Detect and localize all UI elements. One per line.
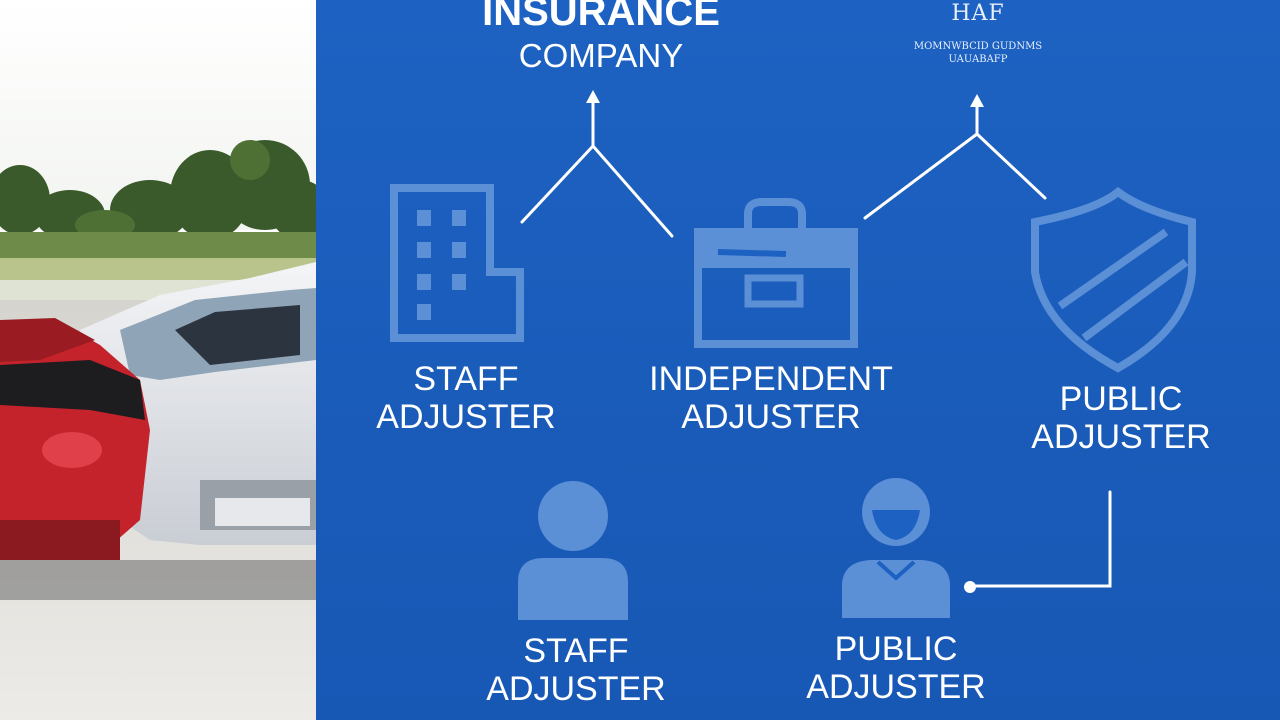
node-label-line1: STAFF <box>413 360 519 398</box>
node-independent-adjuster: INDEPENDENT ADJUSTER <box>616 360 926 436</box>
org-diagram-panel: INSURANCE COMPANY HAF MOMNWBCID GUDNMS U… <box>316 0 1280 720</box>
node-public-adjuster-right: PUBLIC ADJUSTER <box>996 380 1246 456</box>
node-label-line2: ADJUSTER <box>376 398 556 437</box>
node-label-line1: STAFF <box>523 632 629 670</box>
arrow-up-left <box>586 90 600 103</box>
car-accident-illustration <box>0 0 316 720</box>
briefcase-icon <box>694 198 858 348</box>
arrow-up-right <box>970 94 984 107</box>
car-accident-photo <box>0 0 316 720</box>
node-label-line1: INDEPENDENT <box>649 360 893 398</box>
connector-right-branch-b <box>975 132 1047 200</box>
page-title: INSURANCE <box>436 0 766 35</box>
node-label-line2: ADJUSTER <box>1031 418 1211 457</box>
page-subtitle: COMPANY <box>456 37 746 75</box>
logo-mark: HAF <box>951 1 1005 26</box>
logo-text-line1: MOMNWBCID GUDNMS <box>913 41 1043 52</box>
shield-icon <box>1031 186 1196 373</box>
connector-lines <box>520 90 1112 593</box>
node-label-line1: PUBLIC <box>1059 380 1183 418</box>
node-label-line2: ADJUSTER <box>806 668 986 707</box>
icon-layer <box>390 184 1196 620</box>
connector-public-link <box>971 490 1112 588</box>
person-with-tie-icon <box>842 478 950 618</box>
connector-right-branch-a <box>863 132 979 220</box>
title-line-1: INSURANCE <box>482 0 720 34</box>
node-public-adjuster-bottom: PUBLIC ADJUSTER <box>786 630 1006 706</box>
connector-dot <box>964 581 976 593</box>
node-label-line2: ADJUSTER <box>681 398 861 437</box>
connector-left-branch-a <box>520 144 595 224</box>
logo-text-line2: UAUABAFP <box>948 54 1008 65</box>
person-icon <box>518 481 628 620</box>
connector-left-branch-b <box>591 144 674 238</box>
node-staff-adjuster-top: STAFF ADJUSTER <box>356 360 576 436</box>
title-line-2: COMPANY <box>518 37 684 74</box>
node-label-line2: ADJUSTER <box>486 670 666 709</box>
building-icon <box>390 184 524 342</box>
node-staff-adjuster-bottom: STAFF ADJUSTER <box>466 632 686 708</box>
node-label-line1: PUBLIC <box>834 630 958 668</box>
company-logo: HAF MOMNWBCID GUDNMS UAUABAFP <box>908 0 1048 70</box>
